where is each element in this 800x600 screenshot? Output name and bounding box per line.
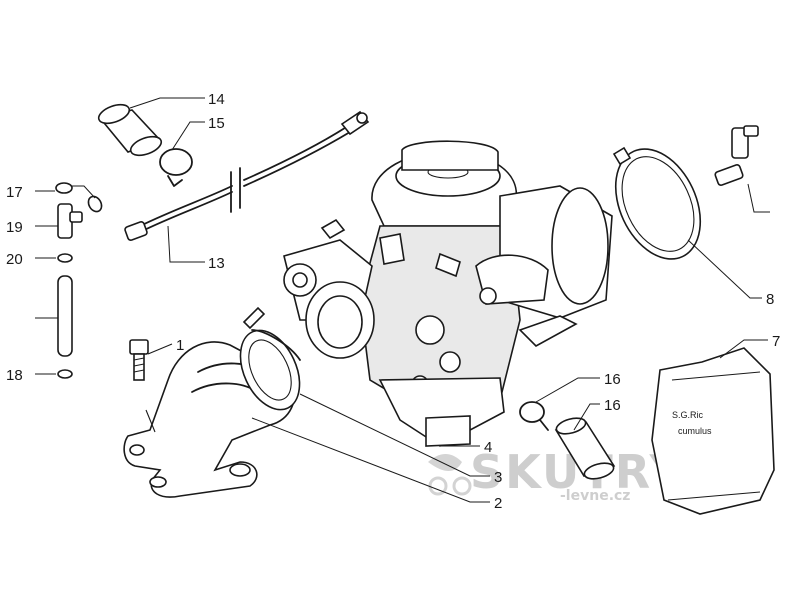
part-7-gasket-sheet: S.G.Ric cumulus	[651, 347, 775, 515]
callout-3: 3	[494, 469, 502, 486]
callout-4: 4	[484, 439, 492, 456]
callout-12: 14	[208, 91, 225, 108]
part-16-clip-bottom	[57, 369, 73, 379]
leader-16a-2	[72, 185, 96, 199]
leader-3	[299, 393, 490, 477]
callout-16-top: 17	[6, 184, 23, 201]
callout-18: 20	[6, 251, 23, 268]
leader-13	[171, 121, 205, 151]
callout-2: 2	[494, 495, 502, 512]
carburetor-body	[283, 140, 613, 447]
callout-14: 16	[604, 371, 621, 388]
part-15-sleeve	[554, 417, 616, 480]
part-18-clip	[57, 253, 73, 263]
leader-12	[129, 97, 205, 109]
part-12-sleeve	[97, 103, 163, 157]
part-3-rubber-coupling	[239, 329, 301, 411]
callout-11: 13	[208, 255, 225, 272]
watermark-sub: -levne.cz	[560, 488, 630, 504]
leader-15	[573, 403, 600, 431]
leader-lines	[35, 97, 770, 503]
part-1-bolt	[129, 339, 149, 381]
callout-17: 19	[6, 219, 23, 236]
part-14-clamp	[519, 401, 549, 431]
callout-16-bottom: 18	[6, 367, 23, 384]
callout-1: 1	[176, 337, 184, 354]
callout-15: 16	[604, 397, 621, 414]
part-11-cable	[124, 110, 370, 241]
leader-14	[535, 377, 600, 403]
part-8-band-clamp	[612, 146, 702, 260]
callout-8: 8	[766, 291, 774, 308]
gasket-text-line1: S.G.Ric	[672, 410, 704, 420]
leader-2	[251, 417, 490, 503]
leader-1	[147, 343, 173, 355]
leader-11	[167, 225, 205, 263]
part-19-elbow	[714, 125, 759, 186]
callout-labels: 14 15 13 17 19 20 18 1 4 3 2 16 16 7 8	[6, 91, 780, 512]
part-13-clamp	[159, 148, 193, 187]
callout-7: 7	[772, 333, 780, 350]
leader-7	[719, 339, 768, 359]
part-20-hose	[57, 275, 73, 357]
part-16-clip-top	[55, 182, 103, 213]
part-4-clamp	[242, 306, 301, 361]
callout-13: 15	[208, 115, 225, 132]
leader-19	[747, 183, 770, 213]
gasket-text-line2: cumulus	[678, 426, 712, 436]
leader-8	[687, 239, 762, 299]
part-17-tee-fitting	[57, 203, 83, 239]
